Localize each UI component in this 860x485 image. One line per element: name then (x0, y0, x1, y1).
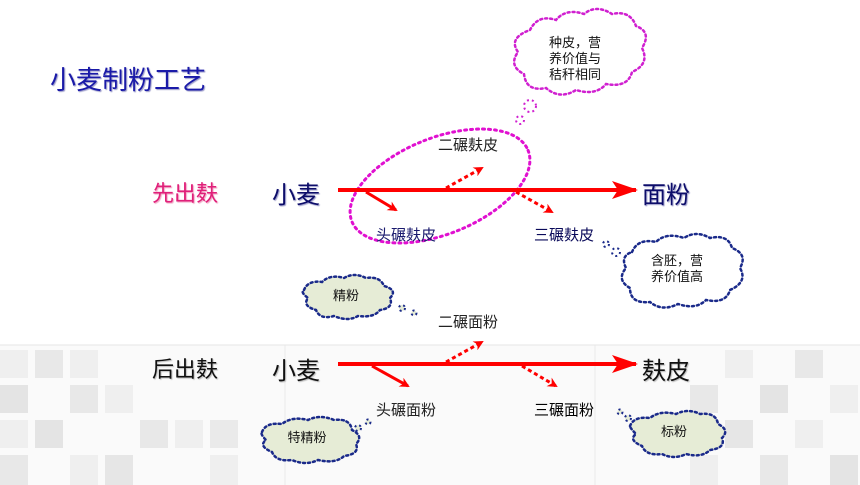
special-fine-flour-label: 特精粉 (287, 431, 327, 446)
fine-flour-cloud (301, 273, 418, 321)
standard-flour-cloud (616, 408, 727, 459)
row1-branch-first-label: 头碾麸皮 (376, 226, 437, 244)
bran-third-callout-text: 含胚，营 养价值高 (642, 254, 712, 286)
bran-top-callout-line3: 秸秆相同 (548, 68, 601, 83)
row2-branch-third (521, 364, 558, 388)
bran-top-callout-line2: 养价值与 (548, 52, 601, 67)
row2-branch-first-label: 头碾面粉 (376, 401, 437, 419)
row1-branch-second-label: 二碾麸皮 (438, 136, 499, 154)
row1-branch-third-label: 三碾麸皮 (534, 226, 595, 244)
row1-branch-third (515, 190, 554, 214)
row2-branch-second (445, 340, 484, 364)
slide-title: 小麦制粉工艺 (50, 66, 207, 96)
row1-branch-second (445, 166, 484, 190)
bran-third-callout-line2: 养价值高 (650, 270, 703, 285)
row2-end: 麸皮 (642, 357, 690, 385)
standard-flour-label: 标粉 (660, 425, 687, 440)
bran-highlight-ellipse (348, 127, 532, 245)
row1-label: 先出麸 (152, 182, 219, 207)
bran-top-callout-text: 种皮，营 养价值与 秸秆相同 (540, 36, 610, 84)
row1-branch-first (365, 190, 398, 212)
bran-top-callout-line1: 种皮，营 (548, 36, 601, 51)
row2-branch-second-label: 二碾面粉 (438, 313, 499, 331)
row2-label: 后出麸 (152, 358, 219, 383)
row2-branch-first (371, 364, 410, 388)
special-fine-flour-cloud (260, 415, 372, 465)
row2-branch-third-label: 三碾面粉 (534, 401, 595, 419)
bran-third-callout-cloud (602, 232, 744, 309)
row2-start: 小麦 (272, 357, 320, 385)
row1-start: 小麦 (272, 181, 320, 209)
fine-flour-label: 精粉 (332, 289, 359, 304)
bran-third-callout-line1: 含胚，营 (650, 254, 703, 269)
row1-end: 面粉 (642, 181, 690, 209)
bran-top-callout-cloud (512, 7, 648, 125)
